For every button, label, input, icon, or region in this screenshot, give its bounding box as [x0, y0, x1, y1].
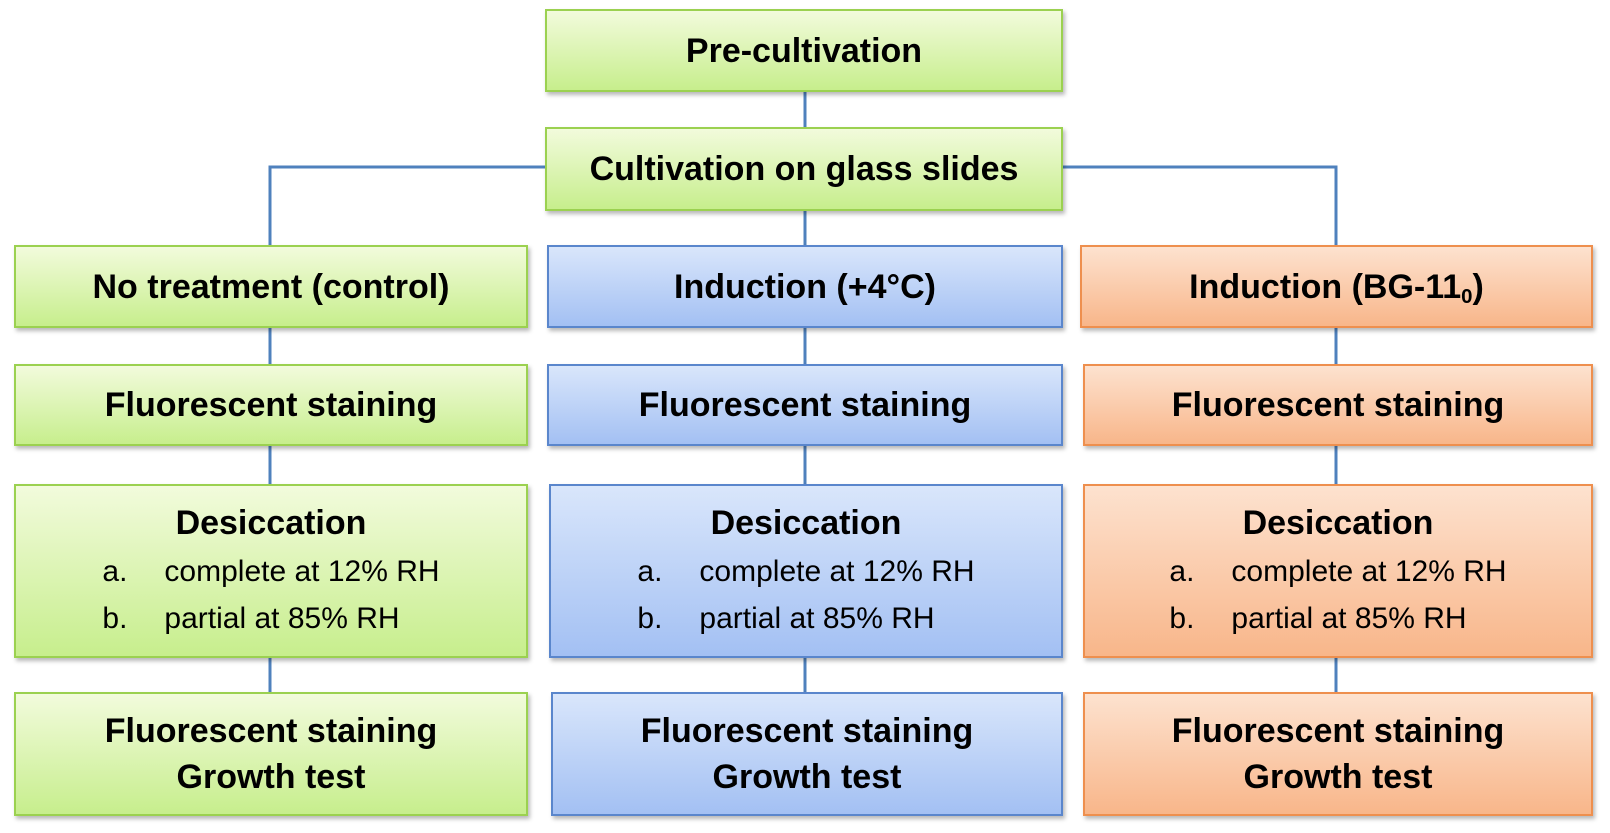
- list-marker: a.: [1169, 555, 1195, 588]
- desiccation-box-bg11: Desiccation a. complete at 12% RH b. par…: [1083, 484, 1593, 658]
- list-text: partial at 85% RH: [699, 602, 935, 635]
- final-line1-bg11: Fluorescent staining: [1171, 712, 1505, 750]
- desiccation-item: b. partial at 85% RH: [1169, 595, 1506, 642]
- staining-box-bg11: Fluorescent staining: [1083, 364, 1593, 446]
- treatment-text-end-bg11: ): [1472, 267, 1484, 306]
- list-marker: a.: [637, 555, 663, 588]
- pre-cultivation-box: Pre-cultivation: [545, 9, 1063, 92]
- final-box-bg11: Fluorescent staining Growth test: [1083, 692, 1593, 816]
- desiccation-item: b. partial at 85% RH: [637, 595, 974, 642]
- staining-label-control: Fluorescent staining: [104, 386, 438, 424]
- treatment-label-bg11: Induction (BG-110): [1189, 264, 1484, 310]
- treatment-text-bg11: Induction (BG-11: [1189, 267, 1462, 306]
- desiccation-list-cold: a. complete at 12% RH b. partial at 85% …: [637, 548, 974, 642]
- list-text: partial at 85% RH: [164, 602, 400, 635]
- list-marker: a.: [102, 555, 128, 588]
- final-box-control: Fluorescent staining Growth test: [14, 692, 528, 816]
- final-line2-bg11: Growth test: [1243, 758, 1433, 796]
- desiccation-item: a. complete at 12% RH: [1169, 548, 1506, 595]
- final-line1-control: Fluorescent staining: [104, 712, 438, 750]
- connector-cultivation-to-left: [268, 165, 545, 245]
- final-line1-cold: Fluorescent staining: [640, 712, 974, 750]
- final-box-cold: Fluorescent staining Growth test: [551, 692, 1063, 816]
- staining-box-control: Fluorescent staining: [14, 364, 528, 446]
- list-marker: b.: [1169, 602, 1195, 635]
- connector-cultivation-to-right: [1063, 165, 1338, 245]
- staining-label-cold: Fluorescent staining: [638, 386, 972, 424]
- final-line2-control: Growth test: [176, 758, 366, 796]
- desiccation-box-cold: Desiccation a. complete at 12% RH b. par…: [549, 484, 1063, 658]
- desiccation-item: a. complete at 12% RH: [637, 548, 974, 595]
- desiccation-title-cold: Desiccation: [710, 504, 902, 542]
- list-marker: b.: [102, 602, 128, 635]
- staining-label-bg11: Fluorescent staining: [1171, 386, 1505, 424]
- staining-box-cold: Fluorescent staining: [547, 364, 1063, 446]
- list-text: complete at 12% RH: [164, 555, 440, 588]
- desiccation-title-bg11: Desiccation: [1242, 504, 1434, 542]
- desiccation-item: b. partial at 85% RH: [102, 595, 439, 642]
- treatment-box-bg11: Induction (BG-110): [1080, 245, 1593, 328]
- desiccation-list-control: a. complete at 12% RH b. partial at 85% …: [102, 548, 439, 642]
- list-text: complete at 12% RH: [699, 555, 975, 588]
- desiccation-box-control: Desiccation a. complete at 12% RH b. par…: [14, 484, 528, 658]
- desiccation-list-bg11: a. complete at 12% RH b. partial at 85% …: [1169, 548, 1506, 642]
- list-marker: b.: [637, 602, 663, 635]
- desiccation-title-control: Desiccation: [175, 504, 367, 542]
- list-text: partial at 85% RH: [1231, 602, 1467, 635]
- treatment-box-control: No treatment (control): [14, 245, 528, 328]
- treatment-label-control: No treatment (control): [92, 267, 450, 306]
- desiccation-item: a. complete at 12% RH: [102, 548, 439, 595]
- treatment-subscript-bg11: 0: [1461, 285, 1473, 308]
- final-line2-cold: Growth test: [712, 758, 902, 796]
- treatment-box-cold: Induction (+4°C): [547, 245, 1063, 328]
- cultivation-box: Cultivation on glass slides: [545, 127, 1063, 211]
- list-text: complete at 12% RH: [1231, 555, 1507, 588]
- pre-cultivation-label: Pre-cultivation: [685, 31, 923, 70]
- treatment-label-cold: Induction (+4°C): [674, 267, 936, 306]
- cultivation-label: Cultivation on glass slides: [589, 150, 1019, 188]
